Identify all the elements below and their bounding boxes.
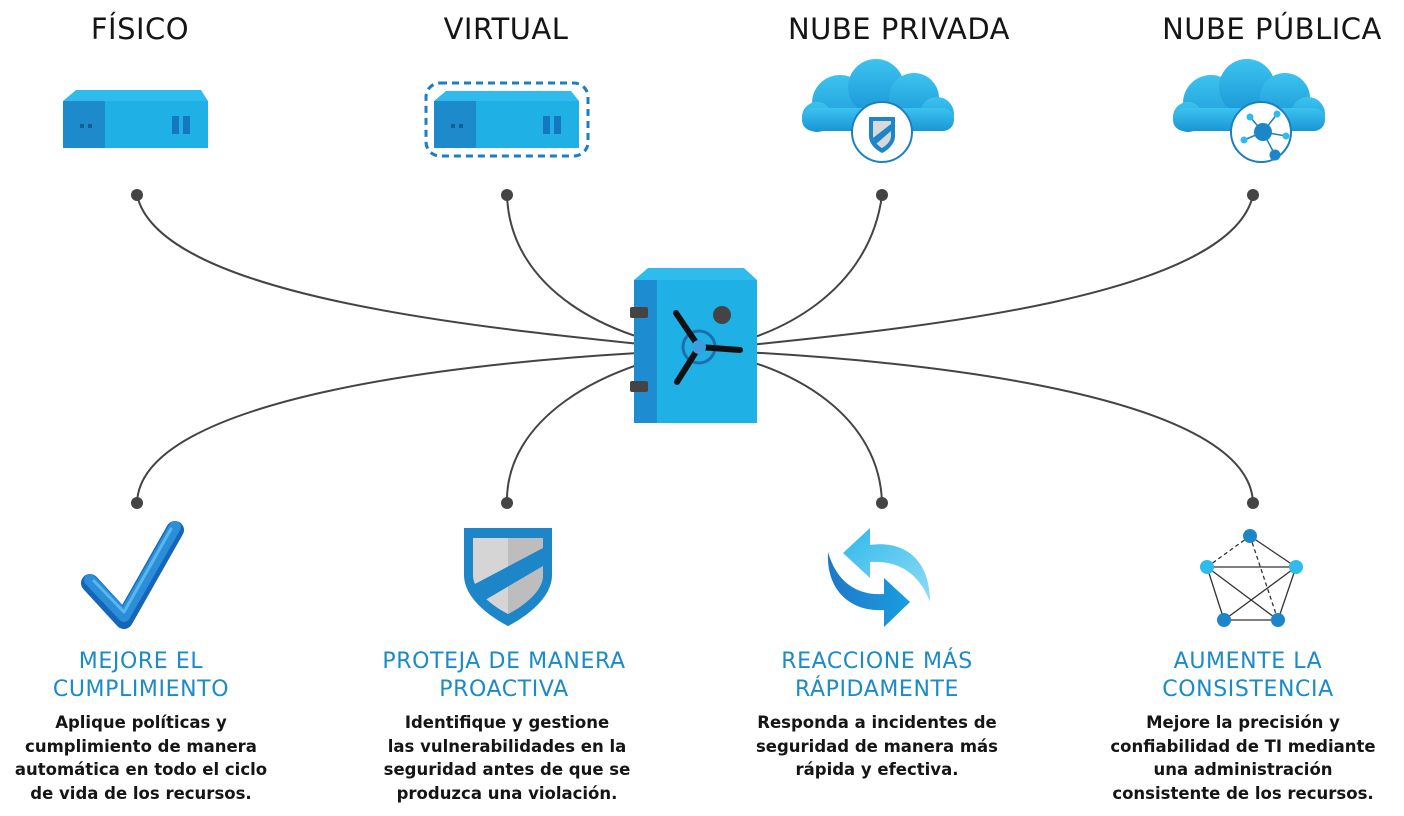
vault-safe-icon	[630, 268, 757, 423]
benefit-desc-reaccione: Responda a incidentes de seguridad de ma…	[717, 711, 1037, 782]
benefit-title-line: CONSISTENCIA	[1162, 677, 1334, 702]
env-label-virtual: VIRTUAL	[443, 12, 569, 46]
dot-virtual	[501, 189, 513, 201]
benefit-title-reaccione: REACCIONE MÁS RÁPIDAMENTE	[717, 648, 1037, 704]
public-cloud-network-icon	[1173, 59, 1325, 163]
shield-icon	[464, 528, 552, 626]
benefit-title-consistencia: AUMENTE LA CONSISTENCIA	[1088, 648, 1404, 704]
connector-dots	[131, 189, 1259, 509]
dot-cumplimiento	[131, 497, 143, 509]
dot-nube-publica	[1247, 189, 1259, 201]
dot-fisico	[131, 189, 143, 201]
benefit-title-line: REACCIONE MÁS	[781, 649, 973, 674]
checkmark-icon	[81, 521, 184, 629]
benefit-desc-line: automática en todo el ciclo	[14, 760, 268, 779]
benefit-desc-line: produzca una violación.	[396, 783, 618, 803]
benefit-desc-consistencia: Mejore la precisión y confiabilidad de T…	[1083, 711, 1403, 805]
connector-nube-publica	[699, 194, 1254, 351]
benefit-desc-line: Responda a incidentes de	[757, 713, 997, 732]
benefit-desc-line: Mejore la precisión y	[1146, 713, 1340, 732]
benefit-desc-line: seguridad de manera más	[755, 736, 999, 756]
connector-lines	[136, 194, 1254, 504]
env-label-nube-publica: NUBE PÚBLICA	[1162, 12, 1382, 46]
refresh-arrows-icon	[827, 528, 930, 627]
virtual-server-icon	[424, 81, 590, 158]
benefit-desc-line: seguridad antes de que se	[383, 760, 631, 779]
dot-consistencia	[1247, 497, 1259, 509]
network-graph-icon	[1200, 529, 1303, 627]
benefit-desc-line: Identifique y gestione	[404, 713, 610, 732]
benefit-title-proactiva: PROTEJA DE MANERA PROACTIVA	[344, 648, 664, 704]
benefit-desc-line: rápida y efectiva.	[795, 760, 959, 779]
benefit-title-line: PROACTIVA	[439, 677, 569, 702]
dot-proactiva	[501, 497, 513, 509]
dot-reaccione	[876, 497, 888, 509]
benefit-desc-line: consistente de los recursos.	[1112, 783, 1374, 803]
benefit-desc-line: una administración	[1153, 760, 1333, 779]
connector-cumplimiento	[136, 349, 701, 504]
benefit-title-line: MEJORE EL	[78, 649, 204, 674]
benefit-title-line: PROTEJA DE MANERA	[382, 649, 626, 674]
benefit-desc-line: confiabilidad de TI mediante	[1110, 736, 1376, 756]
benefit-desc-proactiva: Identifique y gestione las vulnerabilida…	[347, 711, 667, 805]
env-label-fisico: FÍSICO	[90, 12, 190, 46]
private-cloud-shield-icon	[802, 59, 954, 163]
dot-nube-privada	[876, 189, 888, 201]
benefit-desc-cumplimiento: Aplique políticas y cumplimiento de mane…	[0, 711, 301, 805]
benefit-desc-line: de vida de los recursos.	[30, 783, 252, 803]
connector-consistencia	[699, 349, 1254, 504]
connector-fisico	[136, 194, 701, 351]
benefit-title-cumplimiento: MEJORE EL CUMPLIMIENTO	[0, 648, 301, 704]
benefit-title-line: AUMENTE LA	[1173, 649, 1323, 674]
server-icon	[63, 90, 208, 148]
benefit-desc-line: Aplique políticas y	[55, 713, 227, 732]
benefit-title-line: CUMPLIMIENTO	[52, 677, 230, 702]
env-label-nube-privada: NUBE PRIVADA	[787, 12, 1011, 46]
benefit-title-line: RÁPIDAMENTE	[794, 677, 960, 702]
benefit-desc-line: las vulnerabilidades en la	[387, 736, 627, 756]
benefit-desc-line: cumplimiento de manera	[25, 736, 257, 756]
